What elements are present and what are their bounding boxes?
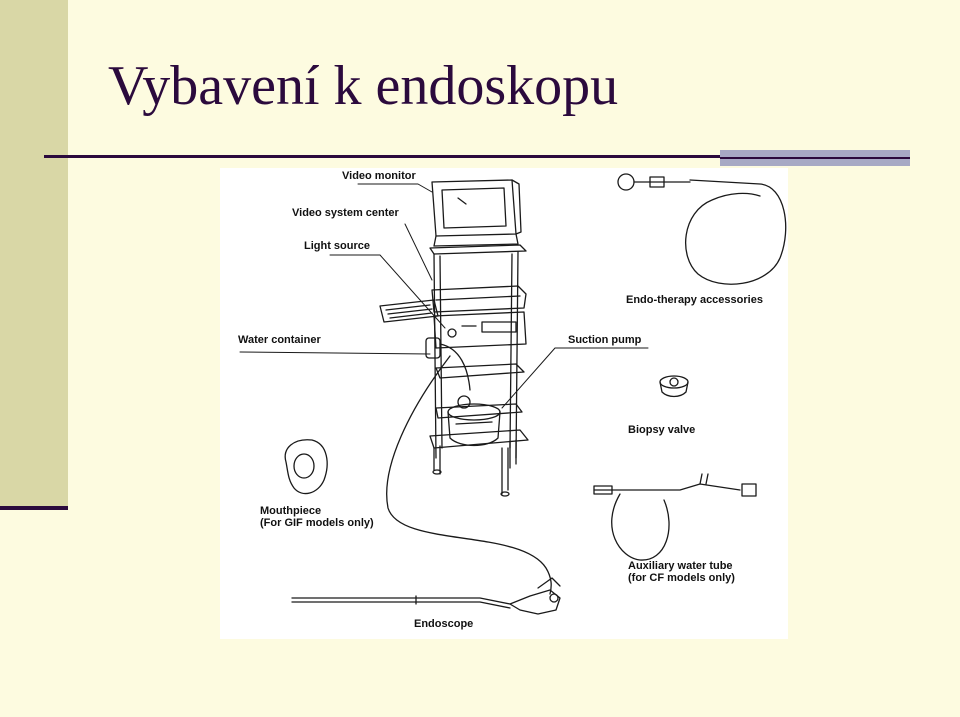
label-endo-therapy: Endo-therapy accessories xyxy=(626,294,763,306)
label-light-source: Light source xyxy=(304,240,371,252)
title-rule xyxy=(44,155,720,158)
suction-pump-drawing xyxy=(447,395,501,447)
title-rule-accent-line xyxy=(720,157,910,159)
slide-title: Vybavení k endoskopu xyxy=(108,55,619,117)
diagram-drawing xyxy=(239,173,787,615)
label-aux-water-tube-note: (for CF models only) xyxy=(628,572,735,584)
biopsy-valve-drawing xyxy=(659,375,689,398)
leader-video-monitor xyxy=(357,183,433,193)
label-mouthpiece-note: (For GIF models only) xyxy=(260,517,374,529)
label-endoscope: Endoscope xyxy=(414,618,474,630)
label-mouthpiece: Mouthpiece xyxy=(260,505,322,517)
mouthpiece-drawing xyxy=(284,439,328,495)
leader-lines xyxy=(239,183,649,409)
leader-water-container xyxy=(239,351,431,355)
label-water-container: Water container xyxy=(238,334,321,346)
leader-suction-pump xyxy=(501,347,649,409)
video-monitor-drawing xyxy=(431,179,522,247)
endoscope-drawing xyxy=(291,355,561,615)
left-band-underline xyxy=(0,506,68,510)
endo-therapy-drawing xyxy=(617,173,787,285)
label-aux-water-tube: Auxiliary water tube xyxy=(628,560,733,572)
label-video-system-center: Video system center xyxy=(292,207,399,219)
label-suction-pump: Suction pump xyxy=(568,334,642,346)
label-video-monitor: Video monitor xyxy=(342,170,416,182)
leader-video-system-center xyxy=(404,223,433,281)
aux-water-tube-drawing xyxy=(593,473,757,561)
label-biopsy-valve: Biopsy valve xyxy=(628,424,696,436)
cart-frame-drawing xyxy=(429,244,529,497)
endoscope-equipment-diagram: Video monitor Video system center Light … xyxy=(220,168,788,639)
left-side-band xyxy=(0,0,68,510)
leader-light-source xyxy=(329,254,446,329)
keyboard-drawing xyxy=(379,299,439,323)
water-container-drawing xyxy=(425,337,471,391)
